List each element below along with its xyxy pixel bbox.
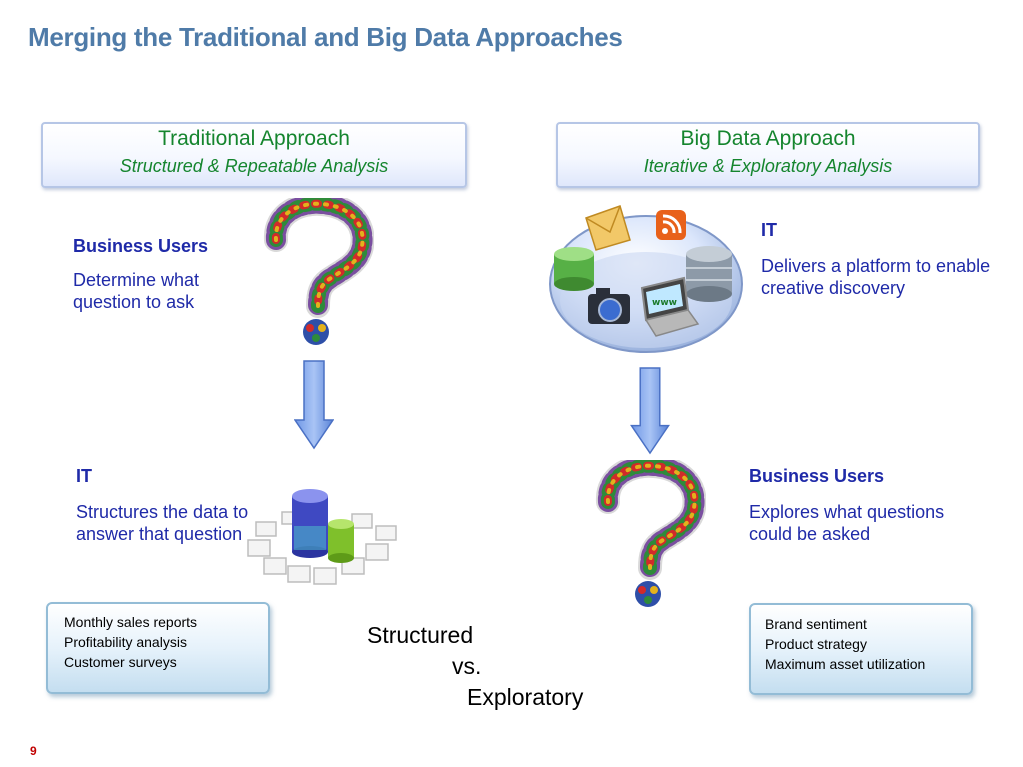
list-item: Maximum asset utilization <box>765 656 926 672</box>
people-question-mark-icon <box>264 198 374 345</box>
list-item: Customer surveys <box>64 654 177 670</box>
left-top-description: Determine what question to ask <box>73 270 200 312</box>
list-item: Product strategy <box>765 636 867 652</box>
big-data-examples-box: Brand sentiment Product strategy Maximum… <box>749 603 973 695</box>
svg-text:www: www <box>652 298 677 308</box>
big-data-approach-subtitle: Iterative & Exploratory Analysis <box>643 156 893 176</box>
center-structured: Structured <box>367 622 474 648</box>
down-arrow-icon <box>294 360 334 450</box>
mail-icon <box>585 205 631 251</box>
down-arrow-icon <box>630 367 670 455</box>
center-vs: vs. <box>452 653 482 679</box>
list-item: Brand sentiment <box>765 616 867 632</box>
left-top-text-block: Business Users Determine what question t… <box>73 236 258 313</box>
right-bottom-description: Explores what questions could be asked <box>749 502 945 544</box>
traditional-approach-header: Traditional Approach Structured & Repeat… <box>41 122 467 188</box>
page-number: 9 <box>30 744 37 758</box>
left-bottom-text-block: IT Structures the data to answer that qu… <box>76 466 261 545</box>
big-data-approach-header: Big Data Approach Iterative & Explorator… <box>556 122 980 188</box>
list-item: Monthly sales reports <box>64 614 198 630</box>
database-cubes-icon <box>247 489 397 585</box>
right-bottom-heading: Business Users <box>749 466 885 486</box>
traditional-approach-subtitle: Structured & Repeatable Analysis <box>119 156 389 176</box>
traditional-approach-title: Traditional Approach <box>158 127 350 150</box>
big-data-approach-title: Big Data Approach <box>680 127 856 150</box>
right-top-text-block: IT Delivers a platform to enable creativ… <box>761 220 1006 299</box>
left-bottom-heading: IT <box>76 466 92 486</box>
rss-icon <box>656 210 686 240</box>
people-question-mark-icon <box>594 460 706 610</box>
left-top-heading: Business Users <box>73 236 209 256</box>
traditional-examples-box: Monthly sales reports Profitability anal… <box>46 602 270 694</box>
right-top-heading: IT <box>761 220 777 240</box>
slide-title: Merging the Traditional and Big Data App… <box>28 22 623 52</box>
left-bottom-description: Structures the data to answer that quest… <box>76 502 249 544</box>
laptop-icon: www <box>640 276 700 337</box>
right-top-description: Delivers a platform to enable creative d… <box>761 256 991 298</box>
right-bottom-text-block: Business Users Explores what questions c… <box>749 466 989 545</box>
list-item: Profitability analysis <box>64 634 187 650</box>
data-platform-dish-icon: www <box>549 205 743 353</box>
camera-icon <box>588 288 630 324</box>
center-exploratory: Exploratory <box>467 684 584 710</box>
